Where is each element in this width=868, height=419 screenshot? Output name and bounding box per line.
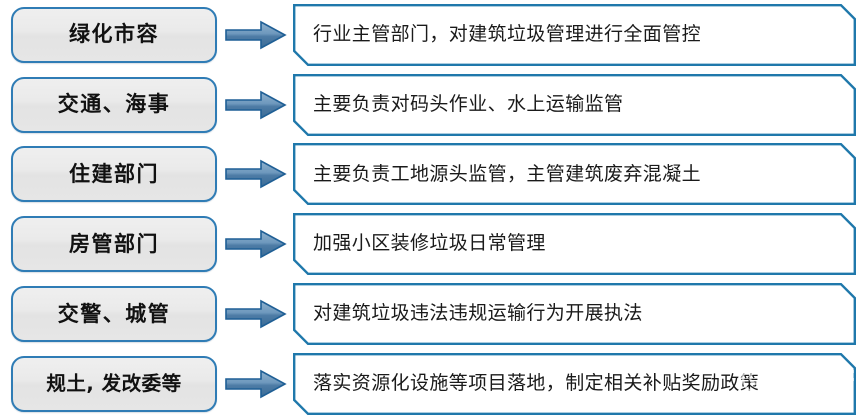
description-text: 主要负责工地源头监管，主管建筑废弃混凝土 [313,162,702,185]
flow-row: 交通、海事 主要负责对码头作业、水上运输监管 [0,70,868,140]
right-arrow-icon [221,356,291,412]
right-arrow-icon [221,7,291,63]
description-box-6[interactable]: 落实资源化设施等项目落地，制定相关补贴奖励政策 [293,352,856,415]
department-label: 交警、城管 [57,301,171,326]
snip-corner-shape [293,3,856,66]
snip-corner-shape [293,352,856,415]
description-text: 主要负责对码头作业、水上运输监管 [313,92,624,115]
department-box-5[interactable]: 交警、城管 [11,286,217,343]
department-box-3[interactable]: 住建部门 [11,146,217,203]
flow-row: 绿化市容 行业主管部门，对建筑垃圾管理进行全面管控 [0,0,868,70]
description-text: 对建筑垃圾违法违规运输行为开展执法 [313,302,643,325]
department-box-6[interactable]: 规土, 发改委等 [11,355,217,412]
snip-corner-shape [293,283,856,346]
department-label: 交通、海事 [57,92,171,117]
description-box-4[interactable]: 加强小区装修垃圾日常管理 [293,213,856,276]
department-box-1[interactable]: 绿化市容 [11,6,217,63]
description-box-1[interactable]: 行业主管部门，对建筑垃圾管理进行全面管控 [293,3,856,66]
flow-row: 交警、城管 对建筑垃圾违法违规运输行为开展执法 [0,279,868,349]
right-arrow-icon [221,77,291,133]
flow-row: 住建部门 主要负责工地源头监管，主管建筑废弃混凝土 [0,140,868,210]
snip-corner-shape [293,213,856,276]
department-box-2[interactable]: 交通、海事 [11,76,217,133]
description-text: 加强小区装修垃圾日常管理 [313,232,546,255]
flow-row: 房管部门 加强小区装修垃圾日常管理 [0,209,868,279]
department-label: 住建部门 [69,161,159,186]
flow-row: 规土, 发改委等 落实资源化设施等项目落地，制定相关补贴奖励政策 [0,349,868,419]
department-label: 规土, 发改委等 [46,372,182,396]
right-arrow-icon [221,286,291,342]
right-arrow-icon [221,216,291,272]
department-label: 绿化市容 [69,22,159,47]
department-label: 房管部门 [69,231,159,256]
snip-corner-shape [293,73,856,136]
description-text: 落实资源化设施等项目落地，制定相关补贴奖励政策 [313,371,760,394]
description-box-5[interactable]: 对建筑垃圾违法违规运输行为开展执法 [293,283,856,346]
description-text: 行业主管部门，对建筑垃圾管理进行全面管控 [313,22,702,45]
department-box-4[interactable]: 房管部门 [11,216,217,273]
snip-corner-shape [293,143,856,206]
description-box-2[interactable]: 主要负责对码头作业、水上运输监管 [293,73,856,136]
description-box-3[interactable]: 主要负责工地源头监管，主管建筑废弃混凝土 [293,143,856,206]
right-arrow-icon [221,146,291,202]
